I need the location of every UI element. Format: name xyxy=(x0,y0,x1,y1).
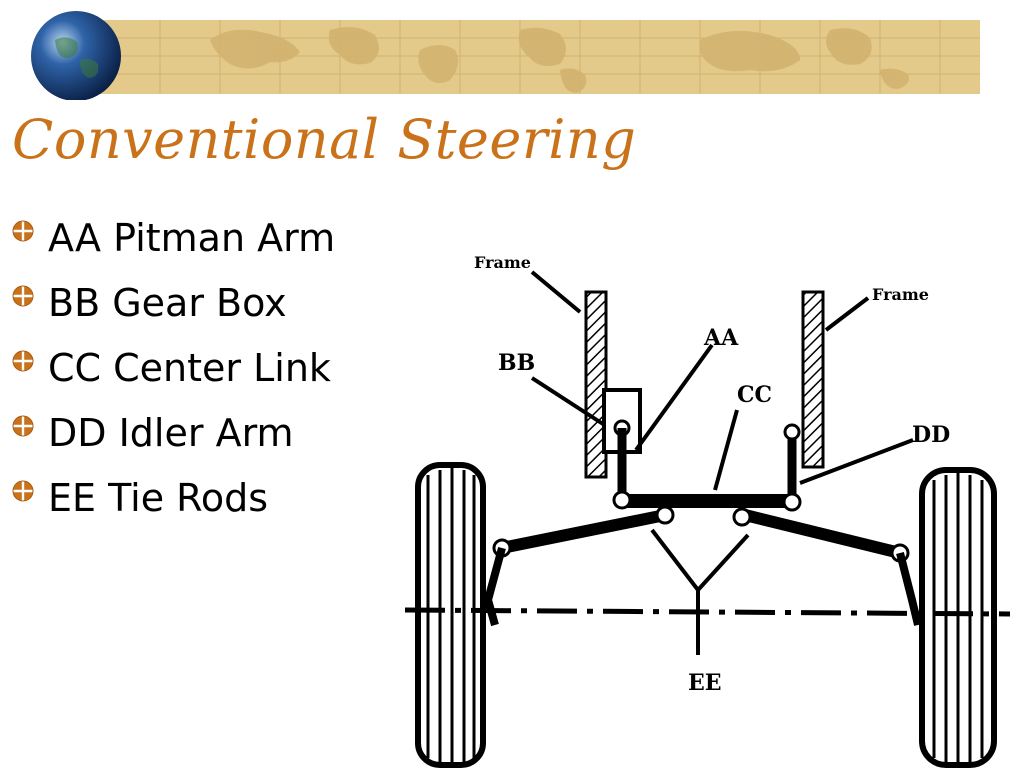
frame-rail-left xyxy=(584,290,608,479)
right-wheel xyxy=(919,467,997,768)
tie-rod-right xyxy=(743,509,902,559)
list-item: EE Tie Rods xyxy=(12,465,335,530)
list-item: CC Center Link xyxy=(12,335,335,400)
bullet-globe-icon xyxy=(12,480,34,501)
bullet-globe-icon xyxy=(12,415,34,436)
tie-rod-left xyxy=(500,509,667,554)
label-bb: BB xyxy=(498,350,535,376)
left-wheel xyxy=(415,462,486,768)
list-item: AA Pitman Arm xyxy=(12,205,335,270)
label-frame-right: Frame xyxy=(872,285,929,304)
bullet-text: DD Idler Arm xyxy=(48,410,294,455)
center-link xyxy=(620,494,795,508)
bullet-list: AA Pitman Arm BB Gear Box CC Center Link… xyxy=(12,205,335,530)
label-aa: AA xyxy=(703,325,739,351)
axle-centerline xyxy=(404,607,1011,617)
slide-title: Conventional Steering xyxy=(12,108,637,171)
list-item: BB Gear Box xyxy=(12,270,335,335)
header-banner xyxy=(31,11,980,100)
label-ee: EE xyxy=(688,670,722,696)
bullet-globe-icon xyxy=(12,350,34,371)
bullet-globe-icon xyxy=(12,285,34,306)
bullet-text: AA Pitman Arm xyxy=(48,215,336,260)
globe-icon xyxy=(31,11,121,100)
bullet-text: EE Tie Rods xyxy=(48,475,269,520)
bullet-text: BB Gear Box xyxy=(48,280,287,325)
bullet-text: CC Center Link xyxy=(48,345,331,390)
bullet-globe-icon xyxy=(12,220,34,241)
frame-rail-right xyxy=(801,290,825,469)
label-frame-left: Frame xyxy=(474,253,531,272)
label-dd: DD xyxy=(912,422,950,448)
label-cc: CC xyxy=(737,382,772,408)
steering-diagram: Frame Frame AA BB CC DD EE xyxy=(404,253,1011,768)
list-item: DD Idler Arm xyxy=(12,400,335,465)
world-map-continents xyxy=(210,26,909,93)
